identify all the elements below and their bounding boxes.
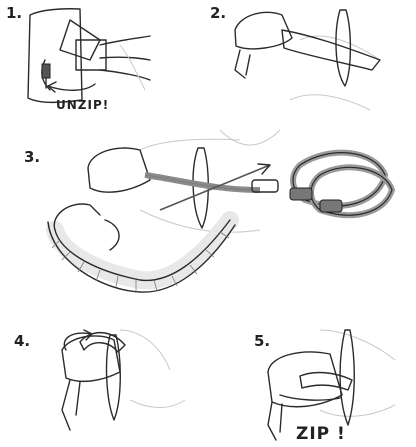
arrow-icon [48, 82, 95, 92]
step-4-number: 4. [14, 332, 30, 350]
step-2-number: 2. [210, 4, 226, 22]
carabiner-icon [290, 153, 392, 215]
panel-4-illustration [62, 330, 185, 430]
zipper-icon [42, 64, 50, 88]
panel-1-illustration [28, 9, 150, 103]
step-5-number: 5. [254, 332, 270, 350]
panel-3-illustration [48, 130, 392, 292]
panel-2-illustration [235, 10, 380, 110]
step-1-caption: UNZIP! [56, 98, 109, 112]
step-5-caption: ZIP ! [296, 424, 346, 444]
step-1-number: 1. [6, 4, 22, 22]
step-3-number: 3. [24, 148, 40, 166]
lanyard-icon [48, 204, 235, 292]
